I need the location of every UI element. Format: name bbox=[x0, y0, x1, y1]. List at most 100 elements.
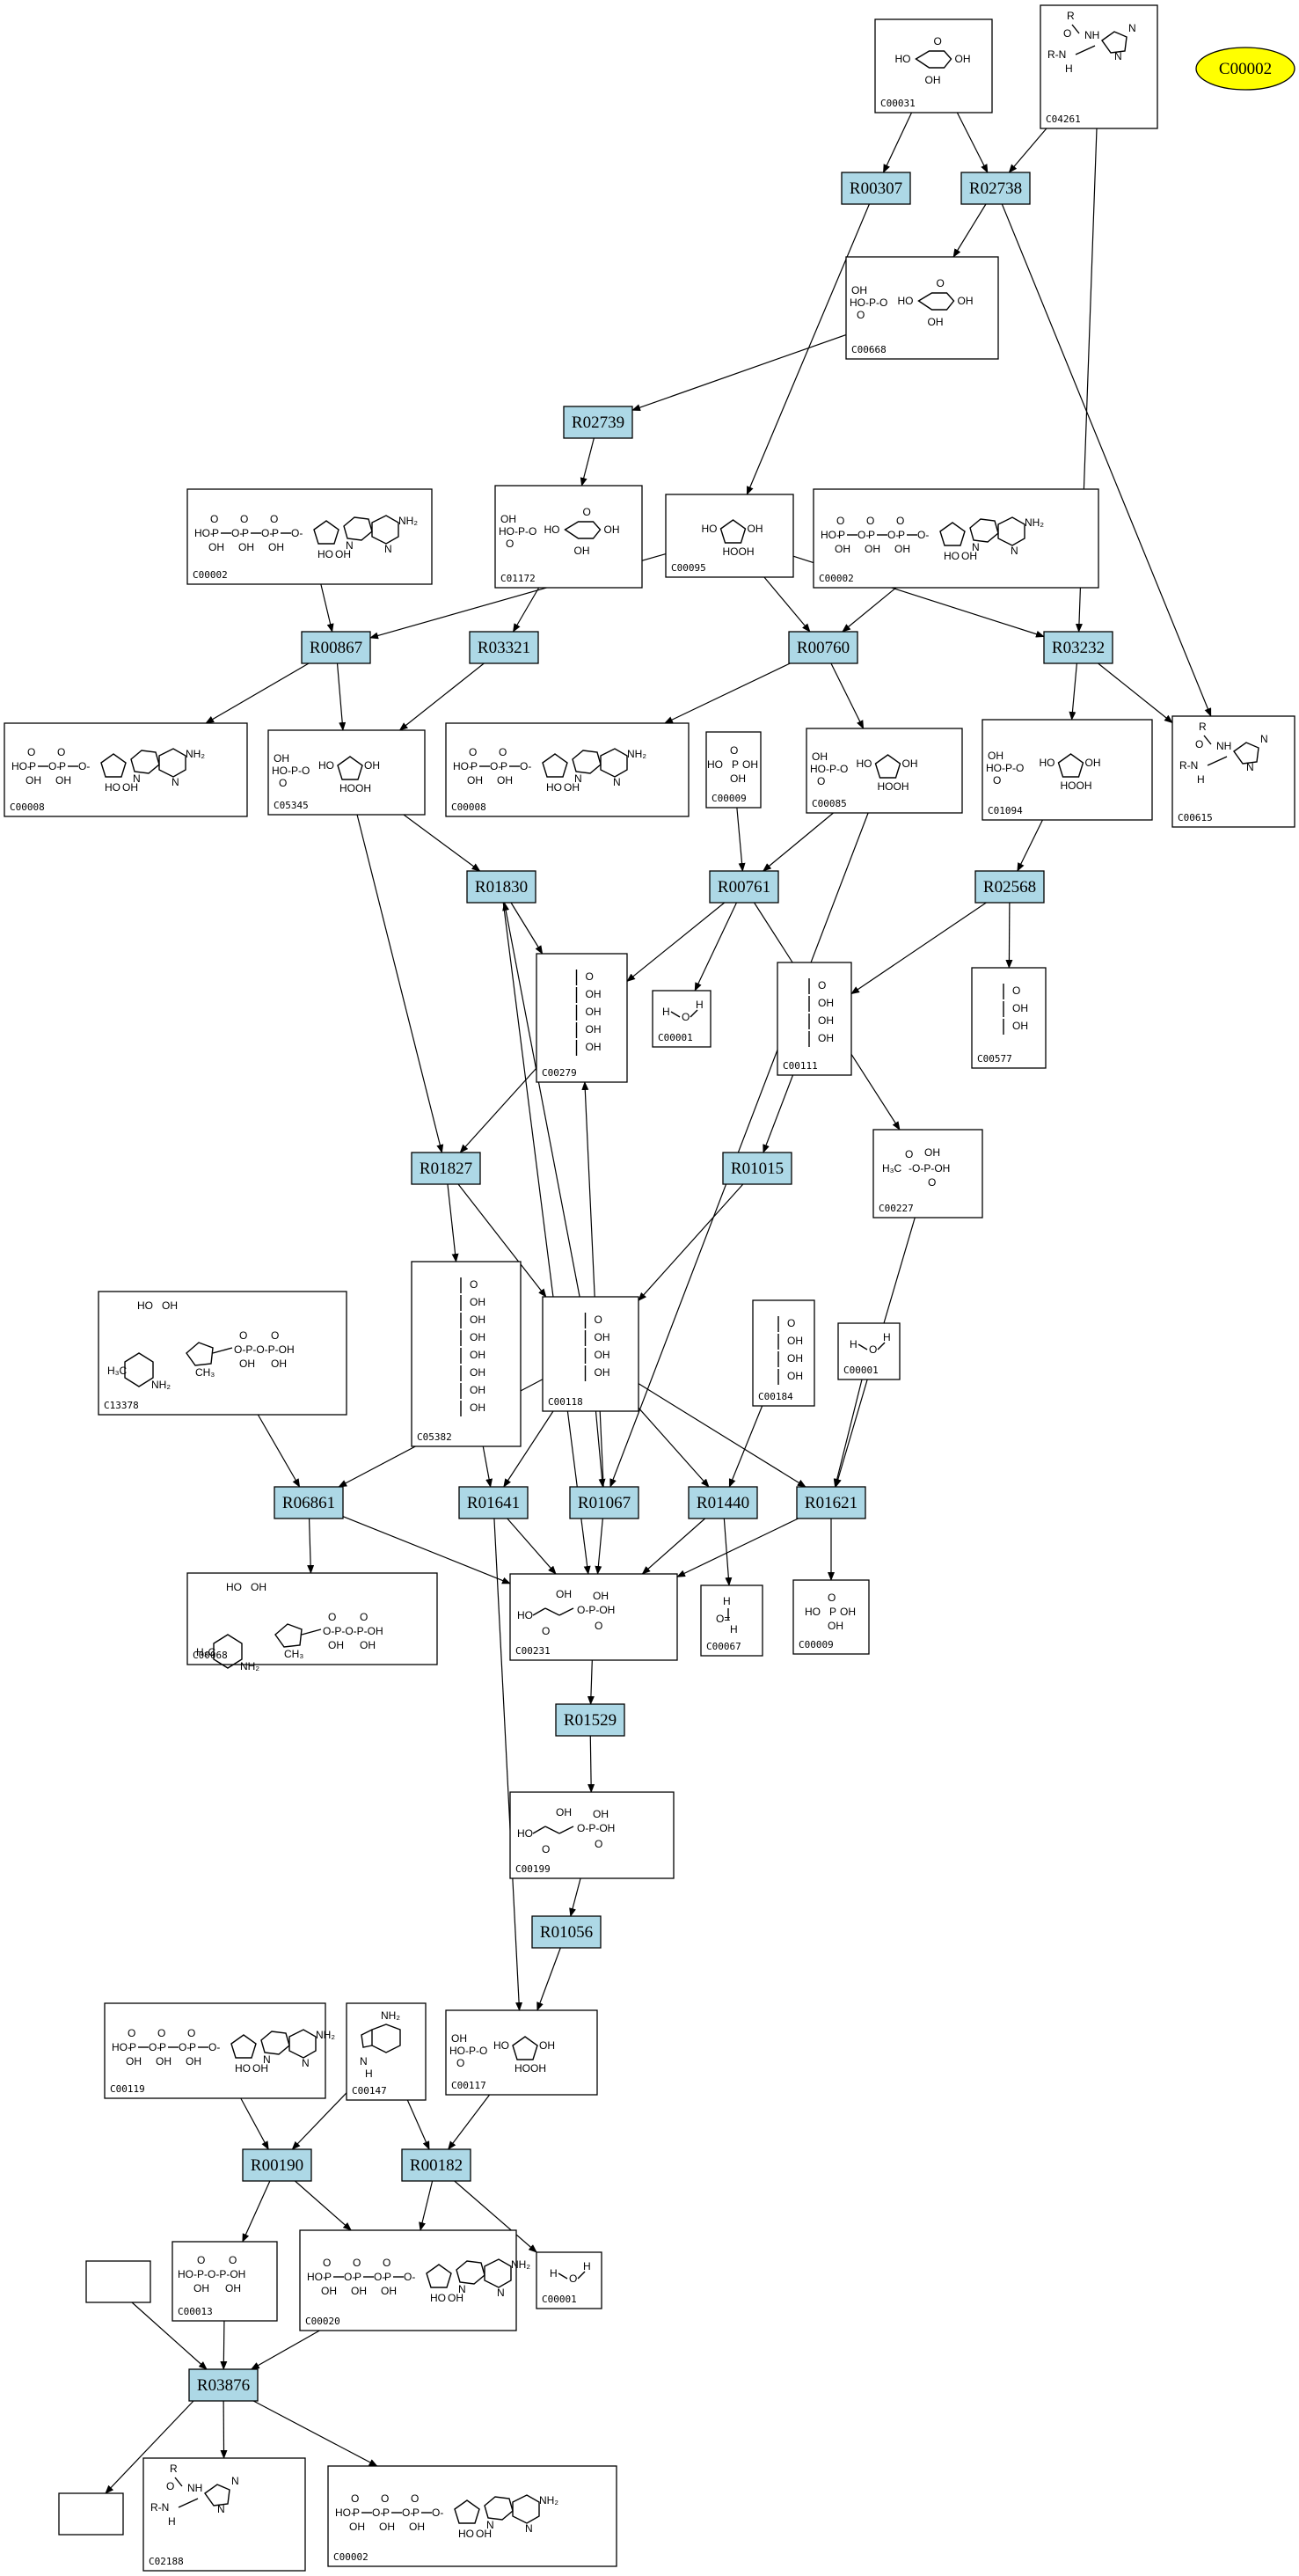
highlighted-compound[interactable]: C00002 bbox=[1195, 47, 1295, 91]
pathway-edge bbox=[448, 2094, 491, 2150]
reaction-r01827[interactable]: R01827 bbox=[411, 1152, 481, 1185]
reaction-r01641[interactable]: R01641 bbox=[458, 1486, 529, 1519]
reaction-r03876[interactable]: R03876 bbox=[188, 2368, 259, 2402]
reaction-r01621[interactable]: R01621 bbox=[796, 1486, 866, 1519]
compound-id-label: C00009 bbox=[799, 1639, 834, 1650]
pathway-edge bbox=[763, 576, 811, 633]
reaction-r00182[interactable]: R00182 bbox=[401, 2148, 471, 2182]
svg-text:OH: OH bbox=[470, 1384, 485, 1396]
svg-text:N: N bbox=[1260, 733, 1268, 745]
reaction-r00190[interactable]: R00190 bbox=[242, 2148, 312, 2182]
reaction-r01529[interactable]: R01529 bbox=[555, 1703, 625, 1737]
reaction-r03321[interactable]: R03321 bbox=[469, 631, 539, 664]
svg-text:OH: OH bbox=[595, 1349, 610, 1361]
reaction-r01830[interactable]: R01830 bbox=[466, 870, 536, 904]
svg-text:O: O bbox=[595, 1314, 602, 1326]
svg-text:N: N bbox=[302, 2057, 310, 2069]
svg-text:N: N bbox=[972, 541, 980, 553]
svg-text:O: O bbox=[506, 538, 514, 550]
compound-id-label: C00068 bbox=[193, 1650, 228, 1661]
svg-text:O: O bbox=[857, 309, 865, 321]
reaction-r00760[interactable]: R00760 bbox=[788, 631, 858, 664]
pathway-edge bbox=[342, 1516, 511, 1584]
svg-text:HO: HO bbox=[493, 2039, 509, 2052]
reaction-r00307[interactable]: R00307 bbox=[841, 172, 911, 205]
svg-text:OH: OH bbox=[381, 2285, 397, 2297]
compound-id-label: C00002 bbox=[193, 569, 228, 581]
svg-text:OH: OH bbox=[961, 550, 977, 562]
reaction-r01067[interactable]: R01067 bbox=[569, 1486, 639, 1519]
reaction-r01015[interactable]: R01015 bbox=[722, 1152, 792, 1185]
pathway-edge bbox=[419, 2180, 434, 2231]
svg-text:OH: OH bbox=[1012, 1002, 1028, 1014]
svg-text:P: P bbox=[159, 2041, 166, 2053]
empty-compound-node[interactable] bbox=[85, 2260, 151, 2303]
reaction-r00867[interactable]: R00867 bbox=[301, 631, 371, 664]
svg-text:O-: O- bbox=[179, 2041, 190, 2053]
reaction-r03232[interactable]: R03232 bbox=[1043, 631, 1113, 664]
svg-text:O: O bbox=[499, 746, 507, 758]
reaction-r02739[interactable]: R02739 bbox=[563, 406, 633, 439]
reaction-r02738[interactable]: R02738 bbox=[960, 172, 1031, 205]
svg-text:O: O bbox=[595, 1838, 602, 1850]
svg-text:N: N bbox=[346, 539, 354, 552]
svg-text:OH: OH bbox=[238, 541, 254, 553]
svg-text:OH: OH bbox=[730, 772, 746, 785]
svg-text:P: P bbox=[412, 2506, 420, 2519]
reaction-r00761[interactable]: R00761 bbox=[709, 870, 779, 904]
reaction-r06861[interactable]: R06861 bbox=[274, 1486, 344, 1519]
svg-text:O: O bbox=[817, 775, 825, 787]
reaction-r02568[interactable]: R02568 bbox=[974, 870, 1045, 904]
compound-id-label: C05382 bbox=[417, 1431, 452, 1443]
reaction-r01056[interactable]: R01056 bbox=[531, 1915, 602, 1949]
svg-text:O: O bbox=[934, 35, 942, 48]
svg-text:HO: HO bbox=[339, 782, 355, 794]
svg-text:OH: OH bbox=[225, 2282, 241, 2294]
reaction-r01440[interactable]: R01440 bbox=[688, 1486, 758, 1519]
svg-text:OH: OH bbox=[593, 1808, 609, 1820]
compound-id-label: C00118 bbox=[548, 1396, 583, 1408]
svg-text:P: P bbox=[242, 527, 249, 539]
svg-text:O: O bbox=[323, 2257, 331, 2269]
svg-text:O: O bbox=[542, 1625, 550, 1637]
empty-compound-node[interactable] bbox=[58, 2492, 124, 2536]
svg-text:O-: O- bbox=[404, 2271, 415, 2283]
